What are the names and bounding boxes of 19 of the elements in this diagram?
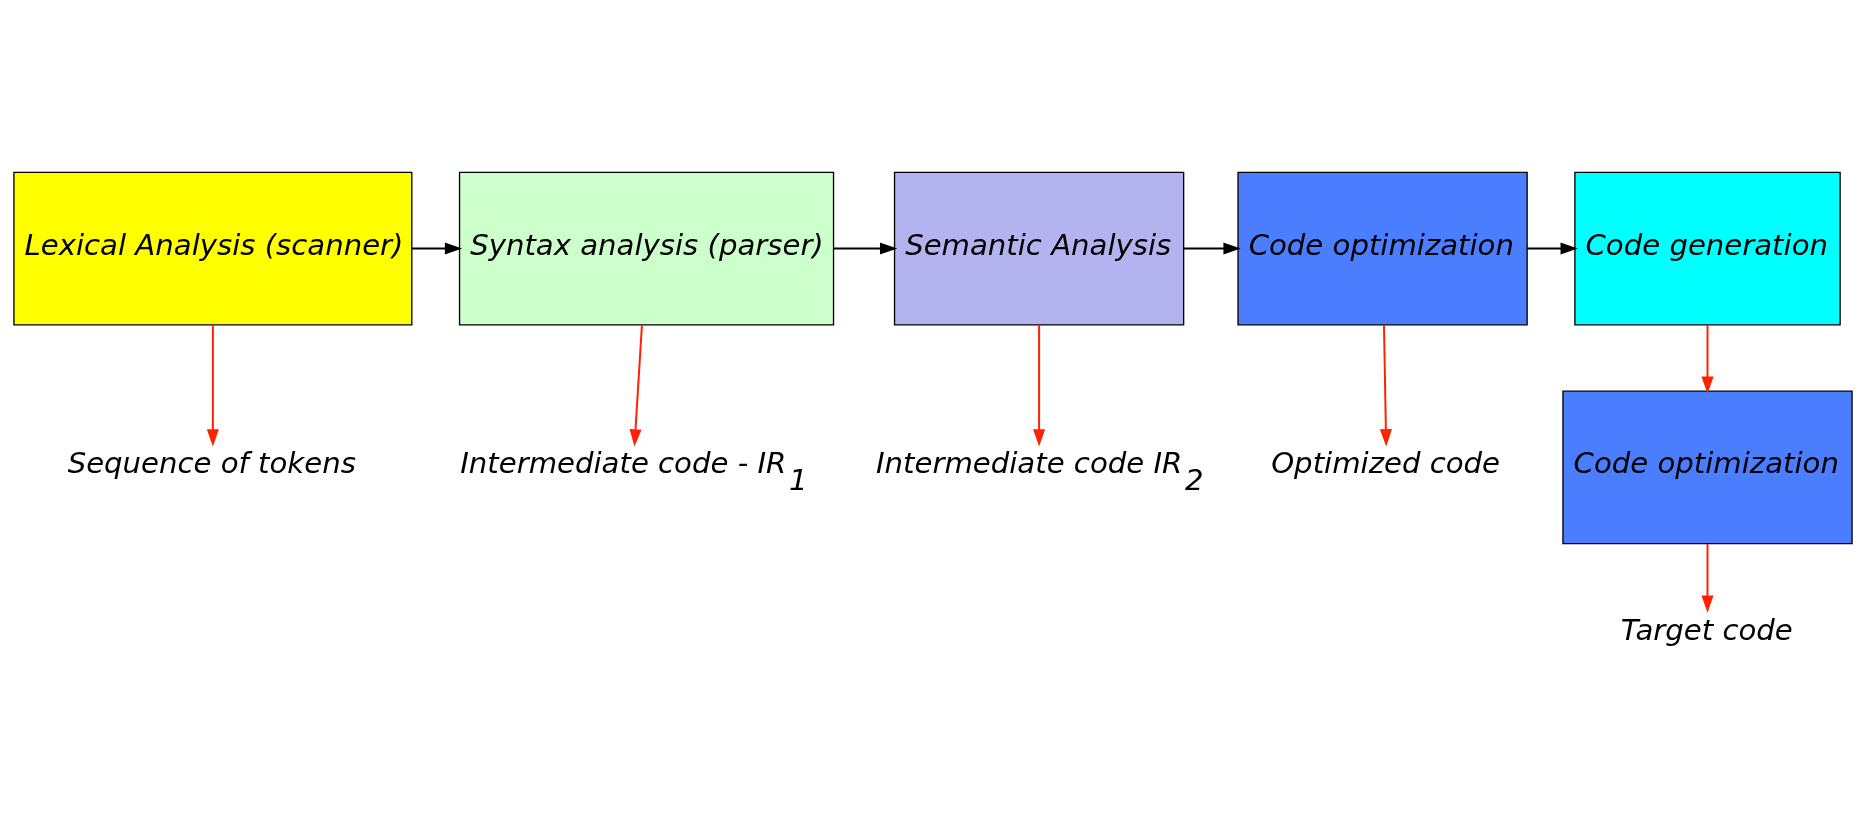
arrow	[1033, 323, 1046, 446]
node-box: Lexical Analysis (scanner)	[13, 171, 413, 325]
arrow	[1379, 323, 1392, 446]
node-text: Optimized code	[1271, 445, 1501, 480]
arrow	[1526, 242, 1578, 255]
node-box: Code generation	[1574, 171, 1841, 325]
arrow	[1701, 542, 1714, 613]
arrow	[1701, 323, 1714, 394]
node-text: Target code	[1620, 612, 1793, 647]
node-text: Sequence of tokens	[67, 445, 356, 480]
arrow	[832, 242, 898, 255]
arrow	[629, 323, 643, 446]
arrow	[1182, 242, 1241, 255]
node-box: Semantic Analysis	[893, 171, 1185, 325]
arrow	[410, 242, 463, 255]
node-box: Code optimization	[1562, 389, 1853, 544]
node-box: Code optimization	[1237, 171, 1528, 325]
arrow	[206, 323, 219, 446]
node-box: Syntax analysis (parser)	[458, 171, 835, 325]
